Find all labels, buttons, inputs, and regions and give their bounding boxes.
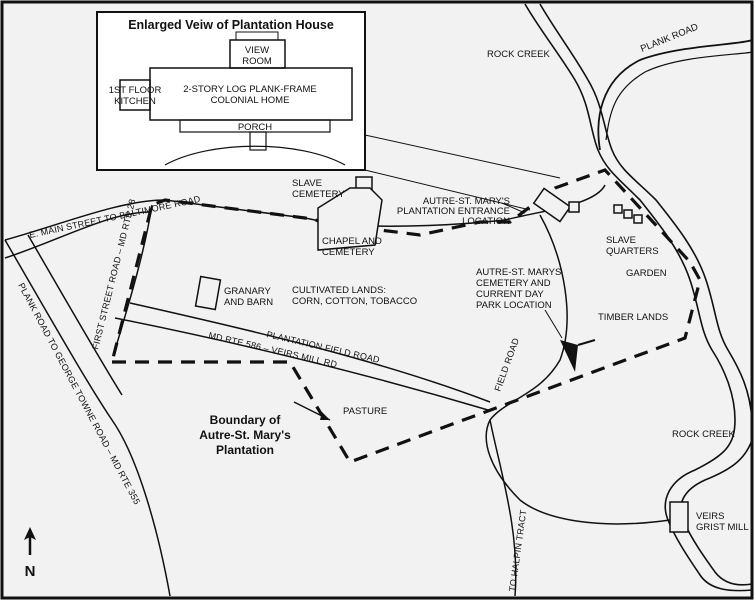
- entrance-label-1: AUTRE-ST. MARY'S: [423, 196, 510, 207]
- slave-quarters-hut-1: [613, 204, 623, 214]
- chapel-cemetery-plot: [317, 187, 383, 251]
- park-label-1: AUTRE-ST. MARYS: [476, 267, 561, 278]
- boundary-line: [110, 168, 702, 464]
- park-label-2: CEMETERY AND: [476, 278, 551, 289]
- entrance-label-2: PLANTATION ENTRANCE: [397, 206, 510, 217]
- home-label-1: 2-STORY LOG PLANK-FRAME: [183, 84, 317, 95]
- park-label-3: CURRENT DAY: [476, 289, 544, 300]
- cultivated-label-2: CORN, COTTON, TOBACCO: [292, 296, 417, 307]
- main-street-edge: [4, 211, 151, 259]
- chapel-label-1: CHAPEL AND: [322, 236, 382, 247]
- slave-quarters-hut-3: [633, 214, 643, 224]
- granary-label-2: AND BARN: [224, 297, 273, 308]
- slave-quarters-label-2: QUARTERS: [606, 246, 659, 257]
- rock-creek-river: [524, 3, 753, 592]
- buildings: [194, 176, 689, 533]
- field-road-label: FIELD ROAD: [492, 336, 521, 392]
- mill-label-1: VEIRS: [696, 511, 725, 522]
- plank-george-label: PLANK ROAD TO GEORGE TOWNE ROAD – MD RTE…: [16, 281, 142, 506]
- pasture-label: PASTURE: [343, 406, 387, 417]
- chapel-label-2: CEMETERY: [322, 247, 375, 258]
- inset-plantation-house: Enlarged Veiw of Plantation House VIEW R…: [96, 11, 366, 171]
- park-location-marker: [560, 340, 578, 372]
- plank-george-road-b: [27, 234, 123, 396]
- entrance-label-3: LOCATION: [462, 216, 510, 227]
- north-arrow-icon: N: [24, 527, 36, 580]
- slave-cemetery-label-2: CEMETERY: [292, 189, 345, 200]
- rock-creek-bottom-label: ROCK CREEK: [672, 429, 735, 440]
- cultivated-label-1: CULTIVATED LANDS:: [292, 285, 386, 296]
- park-leader-line: [544, 309, 563, 339]
- view-room-label-1: VIEW: [245, 45, 269, 56]
- slave-cemetery-label-1: SLAVE: [292, 178, 322, 189]
- plank-road-label: PLANK ROAD: [639, 22, 700, 55]
- park-marker-flag: [577, 339, 596, 346]
- garden-label: GARDEN: [626, 268, 667, 279]
- boundary-label-3: Plantation: [216, 443, 274, 457]
- boundary-pointer-arrow: [320, 412, 330, 420]
- plantation-field-road: [129, 302, 491, 403]
- main-street-label: E. MAIN STREET TO BALTIMORE ROAD: [28, 194, 201, 240]
- field-road: [485, 214, 671, 525]
- plank-george-road-a: [4, 239, 171, 597]
- slave-quarters-hut-2: [623, 209, 633, 219]
- kitchen-label-2: KITCHEN: [114, 96, 156, 107]
- entrance-small-building: [568, 201, 580, 213]
- halpin-tract-label: TO HALPIN TRACT: [507, 509, 528, 593]
- roads: [4, 184, 671, 597]
- entrance-building: [532, 187, 572, 223]
- rock-creek-top-label: ROCK CREEK: [487, 49, 550, 60]
- entrance-leader-line: [501, 202, 526, 214]
- granary-barn-building: [194, 275, 222, 311]
- halpin-road: [489, 419, 517, 597]
- inset-leader-top: [364, 134, 561, 179]
- plank-road-edge: [605, 51, 753, 141]
- grist-mill-building: [669, 501, 689, 533]
- boundary-label-1: Boundary of: [210, 413, 282, 427]
- boundary-label-2: Autre-St. Mary's: [199, 428, 291, 442]
- mill-label-2: GRIST MILL: [696, 522, 749, 533]
- granary-label-1: GRANARY: [224, 286, 271, 297]
- inset-title: Enlarged Veiw of Plantation House: [128, 18, 334, 32]
- kitchen-label-1: 1ST FLOOR: [109, 85, 162, 96]
- timber-label: TIMBER LANDS: [598, 312, 668, 323]
- home-label-2: COLONIAL HOME: [211, 95, 290, 106]
- plank-road-line: [597, 39, 753, 151]
- view-room-label-2: ROOM: [242, 56, 272, 67]
- slave-quarters-label-1: SLAVE: [606, 235, 636, 246]
- veirs-mill-road: [114, 317, 489, 411]
- porch-label: PORCH: [238, 122, 272, 133]
- park-label-4: PARK LOCATION: [476, 300, 552, 311]
- north-label: N: [25, 563, 36, 580]
